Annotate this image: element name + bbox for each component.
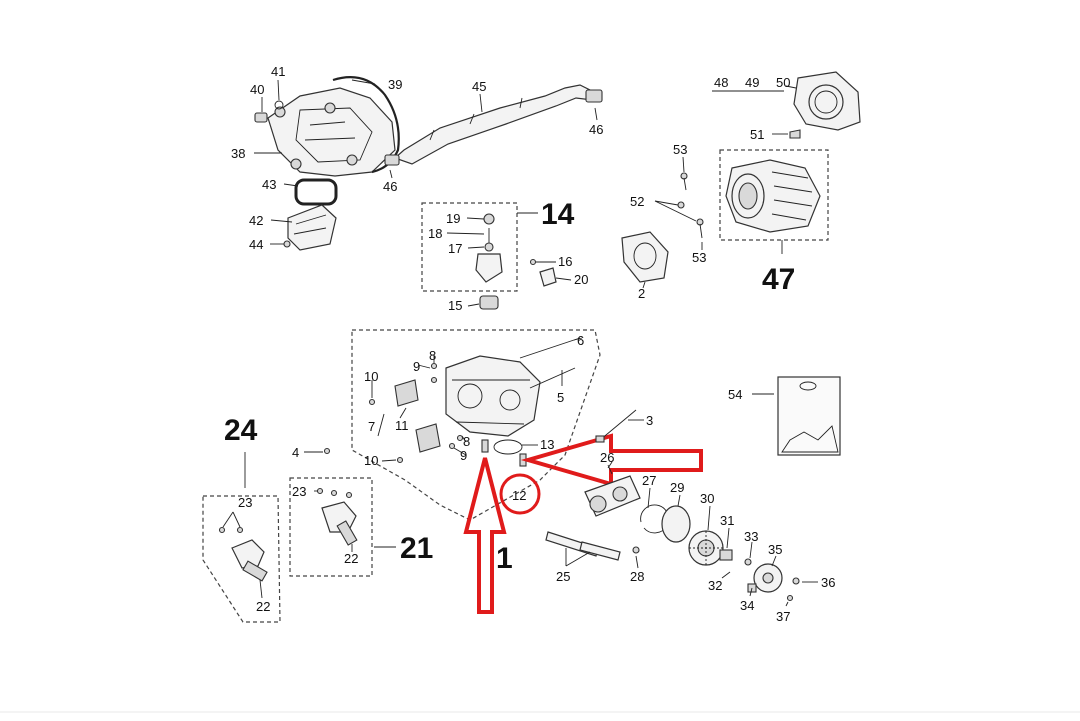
callout-6: 6: [577, 333, 584, 348]
callout-10-upper: 10: [364, 369, 378, 384]
group-label-24: 24: [224, 414, 258, 447]
callout-11: 11: [395, 418, 409, 433]
callout-4: 4: [292, 445, 299, 460]
callout-35: 35: [768, 542, 782, 557]
callout-51: 51: [750, 127, 764, 142]
callout-12: 12: [512, 488, 526, 503]
breather-hose: 45 46 46: [383, 79, 603, 194]
callout-31: 31: [720, 513, 734, 528]
callout-53-upper: 53: [673, 142, 687, 157]
callout-9-lower: 9: [460, 448, 467, 463]
callout-17: 17: [448, 241, 462, 256]
callout-18: 18: [428, 226, 442, 241]
group-label-14: 14: [541, 198, 575, 231]
callout-53-lower: 53: [692, 250, 706, 265]
camshaft-assembly: 26 27 29 30 31 33 35 36 32 34 37 25 28: [545, 450, 835, 624]
group-24-rocker: 24 23 23 22: [202, 414, 281, 623]
callout-10-lower: 10: [364, 453, 378, 468]
group-47-cylinder: 48 49 50 51 53 52 53 2 47: [621, 71, 861, 301]
group-14-tensioner: 19 18 17 16 20 15 14: [421, 198, 588, 313]
callout-9-upper: 9: [413, 359, 420, 374]
callout-8-upper: 8: [429, 348, 436, 363]
callout-7: 7: [368, 419, 375, 434]
callout-23-group24-top: 23: [238, 495, 252, 510]
callout-20: 20: [574, 272, 588, 287]
red-arrow-up: [463, 457, 507, 614]
callout-46-lower: 46: [383, 179, 397, 194]
callout-28: 28: [630, 569, 644, 584]
callout-13: 13: [540, 437, 554, 452]
callout-43: 43: [262, 177, 276, 192]
callout-38: 38: [231, 146, 245, 161]
highlight-circle: [499, 473, 541, 515]
callout-25: 25: [556, 569, 570, 584]
callout-23-group21: 23: [292, 484, 306, 499]
callout-3: 3: [646, 413, 653, 428]
callout-48: 48: [714, 75, 728, 90]
callout-22-group21: 22: [344, 551, 358, 566]
callout-29: 29: [670, 480, 684, 495]
callout-16: 16: [558, 254, 572, 269]
red-arrows: [463, 433, 703, 614]
callout-46-upper: 46: [589, 122, 603, 137]
red-arrow-left: [520, 433, 703, 487]
callout-34: 34: [740, 598, 754, 613]
group-21-rocker: 23 22 21: [289, 477, 433, 577]
callout-15: 15: [448, 298, 462, 313]
highlighted-part-12: 12 1: [496, 473, 541, 575]
valve-cover-callouts: 41 40 39 38 43 42 44: [231, 64, 402, 252]
callout-52: 52: [630, 194, 644, 209]
callout-37: 37: [776, 609, 790, 624]
group-1-cylinder-head: 6 8 9 10 5 7 11 8 9 10 13: [351, 329, 601, 521]
callout-41: 41: [271, 64, 285, 79]
callout-26: 26: [600, 450, 614, 465]
callout-45: 45: [472, 79, 486, 94]
callout-50: 50: [776, 75, 790, 90]
callout-2: 2: [638, 286, 645, 301]
valve-cover-assembly: [254, 76, 400, 251]
callout-5: 5: [557, 390, 564, 405]
callout-30: 30: [700, 491, 714, 506]
group-label-47: 47: [762, 263, 795, 296]
callout-36: 36: [821, 575, 835, 590]
callout-39: 39: [388, 77, 402, 92]
callout-27: 27: [642, 473, 656, 488]
callout-33: 33: [744, 529, 758, 544]
callout-42: 42: [249, 213, 263, 228]
callout-49: 49: [745, 75, 759, 90]
callout-22-group24: 22: [256, 599, 270, 614]
callout-40: 40: [250, 82, 264, 97]
callout-19: 19: [446, 211, 460, 226]
group-label-21: 21: [400, 532, 433, 565]
callout-8-lower: 8: [463, 434, 470, 449]
callout-54: 54: [728, 387, 742, 402]
callout-32: 32: [708, 578, 722, 593]
group-label-1: 1: [496, 542, 513, 575]
misc-parts-right: 3 54 4: [292, 376, 841, 460]
callout-44: 44: [249, 237, 263, 252]
